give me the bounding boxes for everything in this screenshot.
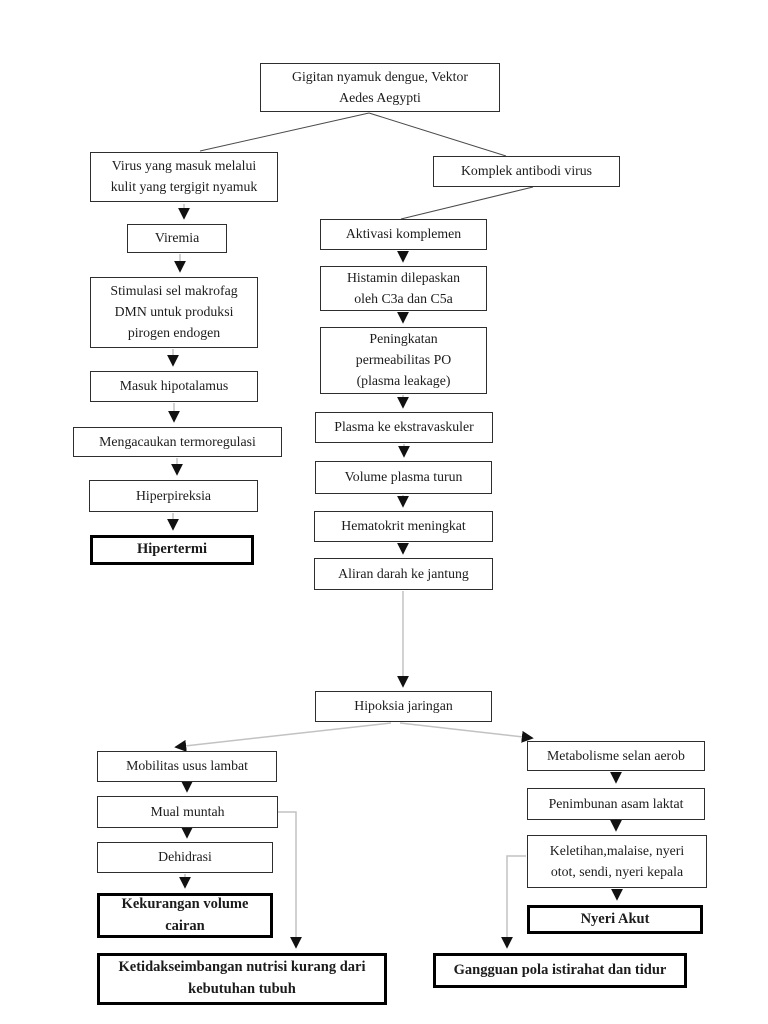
node-komplek-antibodi: Komplek antibodi virus: [433, 156, 620, 187]
node-penimbunan-laktat: Penimbunan asam laktat: [527, 788, 705, 820]
arrow-hipoksia-to-metabolisme: [399, 722, 534, 743]
node-mobilitas-usus: Mobilitas usus lambat: [97, 751, 277, 782]
branch-gigitan-to-komplek: [368, 112, 507, 157]
node-hipertermi: Hipertermi: [90, 535, 254, 565]
branch-komplek-to-aktivasi: [400, 186, 534, 220]
node-plasma-ekstravaskuler: Plasma ke ekstravaskuler: [315, 412, 493, 443]
arrow-mual-to-ketidakseimbangan: [278, 811, 302, 949]
node-hipoksia-jaringan: Hipoksia jaringan: [315, 691, 492, 722]
node-metabolisme-anaerob: Metabolisme selan aerob: [527, 741, 705, 771]
node-aktivasi-komplemen: Aktivasi komplemen: [320, 219, 487, 250]
node-kekurangan-volume: Kekurangan volume cairan: [97, 893, 273, 938]
node-gigitan-nyamuk: Gigitan nyamuk dengue, Vektor Aedes Aegy…: [260, 63, 500, 112]
node-virus-masuk: Virus yang masuk melalui kulit yang terg…: [90, 152, 278, 202]
node-hematokrit-meningkat: Hematokrit meningkat: [314, 511, 493, 542]
node-mual-muntah: Mual muntah: [97, 796, 278, 828]
node-histamin: Histamin dilepaskan oleh C3a dan C5a: [320, 266, 487, 311]
node-stimulasi-makrofag: Stimulasi sel makrofag DMN untuk produks…: [90, 277, 258, 348]
node-ketidakseimbangan-nutrisi: Ketidakseimbangan nutrisi kurang dari ke…: [97, 953, 387, 1005]
node-peningkatan-permeabilitas: Peningkatan permeabilitas PO (plasma lea…: [320, 327, 487, 394]
arrow-hipoksia-to-mobilitas: [174, 722, 392, 752]
node-masuk-hipotalamus: Masuk hipotalamus: [90, 371, 258, 402]
node-volume-plasma-turun: Volume plasma turun: [315, 461, 492, 494]
node-dehidrasi: Dehidrasi: [97, 842, 273, 873]
node-mengacaukan-termoregulasi: Mengacaukan termoregulasi: [73, 427, 282, 457]
node-viremia: Viremia: [127, 224, 227, 253]
node-aliran-darah: Aliran darah ke jantung: [314, 558, 493, 590]
branch-gigitan-to-virus: [199, 112, 370, 152]
node-keletihan: Keletihan,malaise, nyeri otot, sendi, ny…: [527, 835, 707, 888]
node-hiperpireksia: Hiperpireksia: [89, 480, 258, 512]
arrow-keletihan-to-gangguan: [501, 855, 526, 949]
node-nyeri-akut: Nyeri Akut: [527, 905, 703, 934]
node-gangguan-tidur: Gangguan pola istirahat dan tidur: [433, 953, 687, 988]
